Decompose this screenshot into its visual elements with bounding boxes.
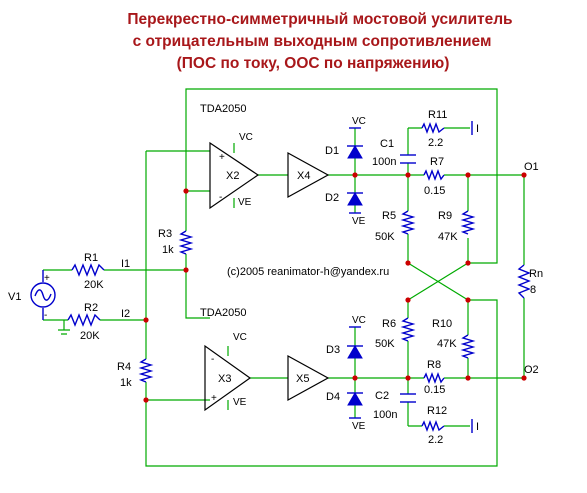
r5-value: 50K xyxy=(375,231,395,243)
source-v1 xyxy=(30,270,56,320)
c2-name: C2 xyxy=(375,390,389,402)
chip-top-label: TDA2050 xyxy=(200,103,246,115)
resistor-r5 xyxy=(400,210,416,235)
r2-name: R2 xyxy=(84,302,98,314)
r12-value: 2.2 xyxy=(428,434,443,446)
resistor-r7 xyxy=(423,169,445,181)
resistor-r1 xyxy=(71,263,105,277)
r6-name: R6 xyxy=(382,318,396,330)
net-i1: I1 xyxy=(121,258,130,270)
r10-name: R10 xyxy=(432,318,452,330)
r12-name: R12 xyxy=(427,405,447,417)
x3-label: X3 xyxy=(218,373,231,385)
r1-value: 20K xyxy=(84,279,104,291)
r7-name: R7 xyxy=(430,156,444,168)
r3-value: 1k xyxy=(162,244,174,256)
buffer-x4 xyxy=(287,151,330,199)
resistor-r8 xyxy=(423,372,445,384)
net-i2: I2 xyxy=(121,308,130,320)
net-i-top: I xyxy=(476,123,479,135)
chip-bottom-label: TDA2050 xyxy=(200,307,246,319)
v1-plus: + xyxy=(44,273,50,284)
x5-label: X5 xyxy=(296,373,309,385)
d4-name: D4 xyxy=(326,391,340,403)
d3-vc-label: VC xyxy=(352,315,366,326)
r11-name: R11 xyxy=(428,109,447,121)
r4-value: 1k xyxy=(120,377,132,389)
title-line-1: Перекрестно-симметричный мостовой усилит… xyxy=(127,11,512,28)
resistor-r9 xyxy=(460,210,476,235)
junctions xyxy=(143,172,527,403)
rn-name: Rn xyxy=(529,268,543,280)
d3-name: D3 xyxy=(326,344,340,356)
r1-name: R1 xyxy=(84,252,98,264)
d1-vc-label: VC xyxy=(352,116,366,127)
r8-value: 0.15 xyxy=(424,384,445,396)
diode-d4 xyxy=(347,392,363,406)
r9-name: R9 xyxy=(438,210,452,222)
x3-minus: - xyxy=(211,354,214,365)
r2-value: 20K xyxy=(80,330,100,342)
d2-name: D2 xyxy=(325,192,339,204)
diode-d3 xyxy=(347,345,363,359)
resistor-r11 xyxy=(421,122,445,134)
x3-vc: VC xyxy=(233,332,247,343)
resistor-rn xyxy=(517,264,531,299)
r4-name: R4 xyxy=(117,361,131,373)
capacitor-c2 xyxy=(400,393,416,403)
x2-vc: VC xyxy=(239,132,253,143)
x2-ve: VE xyxy=(238,197,252,208)
x3-plus: + xyxy=(211,393,217,404)
title-line-2: с отрицательным выходным сопротивлением xyxy=(133,33,492,50)
r10-value: 47K xyxy=(437,338,457,350)
capacitor-c1 xyxy=(400,154,416,164)
diode-d1 xyxy=(347,145,363,159)
rn-value: 8 xyxy=(530,284,536,296)
resistor-r2 xyxy=(67,313,101,327)
d2-ve-label: VE xyxy=(352,216,366,227)
c2-value: 100n xyxy=(373,409,397,421)
net-i-bottom: I xyxy=(476,421,479,433)
r3-name: R3 xyxy=(158,228,172,240)
c1-name: C1 xyxy=(380,138,394,150)
x2-plus: + xyxy=(219,152,225,163)
opamp-x2 xyxy=(209,141,260,210)
net-o1: O1 xyxy=(524,161,539,173)
d4-ve-label: VE xyxy=(352,421,366,432)
r11-value: 2.2 xyxy=(428,137,443,149)
wiring xyxy=(43,88,525,467)
resistor-r3 xyxy=(178,230,194,255)
r5-name: R5 xyxy=(382,210,396,222)
resistor-r12 xyxy=(421,420,445,432)
r9-value: 47K xyxy=(438,231,458,243)
v1-label: V1 xyxy=(8,291,21,303)
copyright: (c)2005 reanimator-h@yandex.ru xyxy=(227,266,389,278)
x2-minus: - xyxy=(219,192,222,203)
resistor-r10 xyxy=(460,334,476,359)
d1-name: D1 xyxy=(325,145,339,157)
v1-minus: - xyxy=(44,310,47,321)
net-o2: O2 xyxy=(524,364,539,376)
x4-label: X4 xyxy=(297,170,310,182)
r6-value: 50K xyxy=(375,338,395,350)
x3-ve: VE xyxy=(233,397,247,408)
opamp-x3 xyxy=(204,344,252,412)
x2-label: X2 xyxy=(226,170,239,182)
resistor-r6 xyxy=(400,317,416,342)
buffer-x5 xyxy=(287,354,330,402)
resistor-r4 xyxy=(138,358,154,383)
r8-name: R8 xyxy=(427,359,441,371)
diode-d2 xyxy=(347,192,363,206)
c1-value: 100n xyxy=(372,156,396,168)
title-line-3: (ПОС по току, ООС по напряжению) xyxy=(177,55,450,72)
r7-value: 0.15 xyxy=(424,185,445,197)
